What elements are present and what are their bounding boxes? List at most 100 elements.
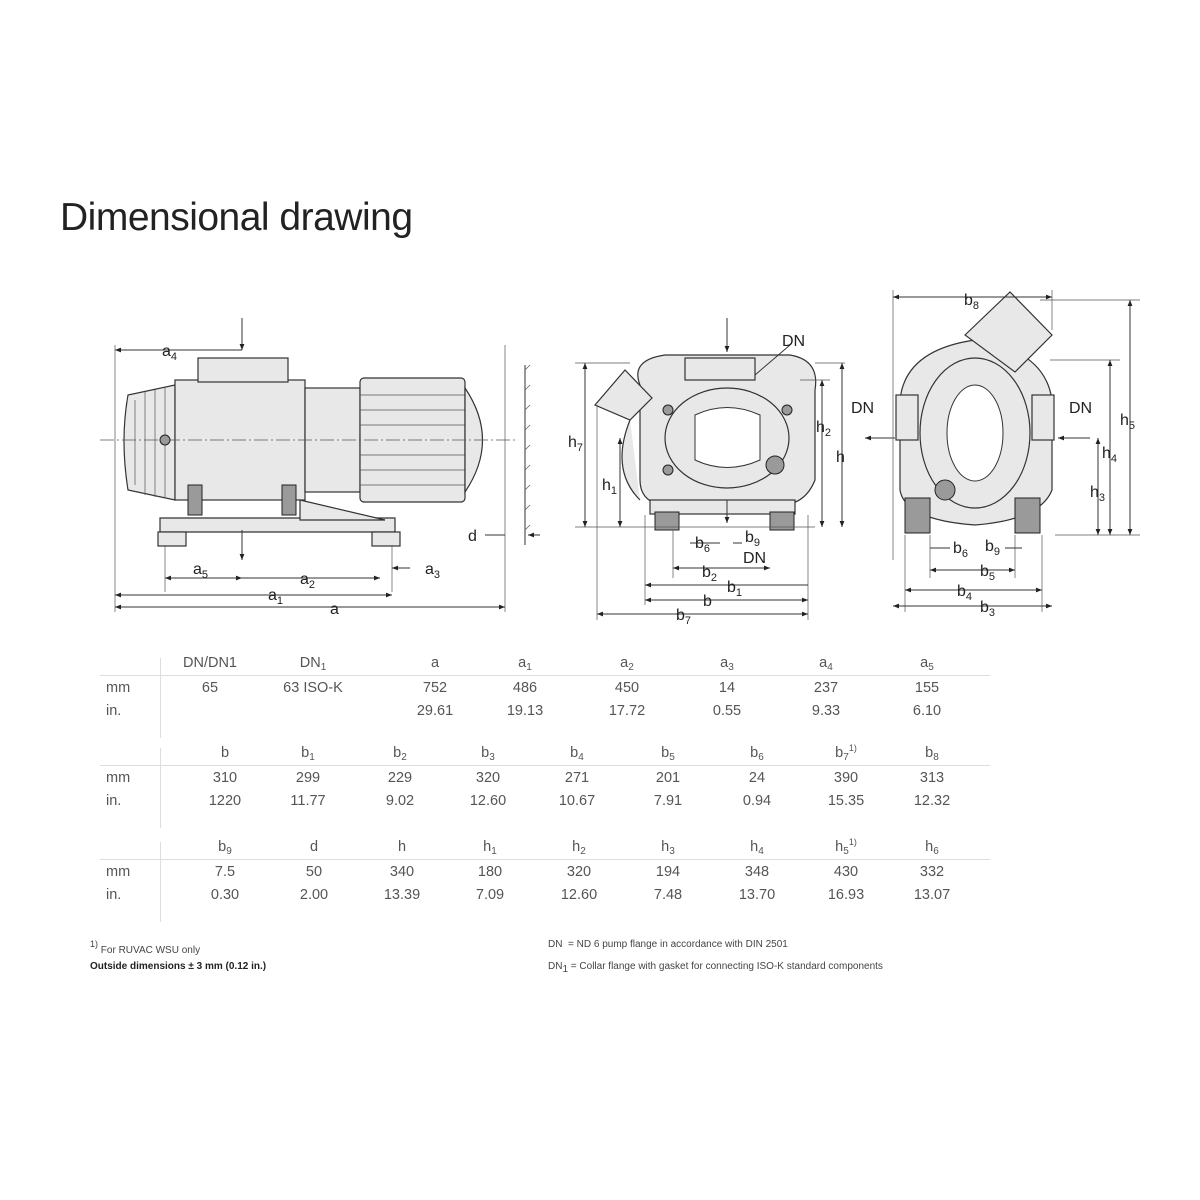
header-part: d xyxy=(309,839,319,855)
header-part: b xyxy=(393,745,402,761)
column-header: b71) xyxy=(835,743,857,763)
label-b5: b5 xyxy=(980,563,995,583)
value-in: 6.10 xyxy=(912,703,942,719)
label-h4: h4 xyxy=(1102,445,1117,465)
value-in: 13.39 xyxy=(383,887,421,903)
value-in: 13.07 xyxy=(913,887,951,903)
label-b9-end: b9 xyxy=(985,538,1000,558)
column-header: b6 xyxy=(750,743,764,763)
value-in: 10.67 xyxy=(558,793,596,809)
page-title: Dimensional drawing xyxy=(60,196,413,239)
footnote-mark: 1) xyxy=(90,939,99,949)
value-in: 9.02 xyxy=(385,793,415,809)
header-part: 6 xyxy=(933,846,939,857)
front-view: DN h7 h1 h2 h b6 b9 DN b2 b1 b b7 xyxy=(568,318,845,627)
value-in: 12.60 xyxy=(560,887,598,903)
header-part: DN xyxy=(299,655,321,671)
value-mm: 7.5 xyxy=(214,864,236,880)
header-part: h xyxy=(835,839,844,855)
label-d: d xyxy=(468,528,477,545)
header-part: 1) xyxy=(848,837,857,847)
value-in: 16.93 xyxy=(827,887,865,903)
label-h3: h3 xyxy=(1090,484,1105,504)
label-dn-right: DN xyxy=(1069,400,1092,417)
value-in: 29.61 xyxy=(416,703,454,719)
column-header: h4 xyxy=(750,837,764,857)
label-h5: h5 xyxy=(1120,412,1135,432)
header-part: 3 xyxy=(489,752,495,763)
value-in: 19.13 xyxy=(506,703,544,719)
value-mm: 450 xyxy=(614,680,640,696)
label-b9-front: b9 xyxy=(745,529,760,549)
value-mm: 340 xyxy=(389,864,415,880)
label-a5: a5 xyxy=(193,561,208,581)
value-in: 7.48 xyxy=(653,887,683,903)
header-part: 8 xyxy=(933,752,939,763)
header-part: b xyxy=(661,745,670,761)
dn1-key: DN xyxy=(548,961,563,972)
value-in: 13.70 xyxy=(738,887,776,903)
header-part: h xyxy=(925,839,934,855)
value-mm: 430 xyxy=(833,864,859,880)
footnote-dn1: DN1 = Collar flange with gasket for conn… xyxy=(548,961,883,975)
header-part: a xyxy=(430,655,440,671)
label-a: a xyxy=(330,601,339,618)
value-mm: 271 xyxy=(564,770,590,786)
value-mm: 229 xyxy=(387,770,413,786)
header-part: h xyxy=(397,839,407,855)
header-part: a xyxy=(518,655,527,671)
header-part: b xyxy=(218,839,227,855)
header-part: 5 xyxy=(928,662,934,673)
value-mm: 348 xyxy=(744,864,770,880)
value-in: 1220 xyxy=(208,793,242,809)
column-header: b5 xyxy=(661,743,675,763)
header-part: b xyxy=(481,745,490,761)
table-divider xyxy=(100,675,990,676)
header-part: 5 xyxy=(843,846,849,857)
header-part: DN/DN1 xyxy=(183,655,237,671)
value-mm: 14 xyxy=(718,680,736,696)
header-part: 3 xyxy=(669,846,675,857)
column-header: b8 xyxy=(925,743,939,763)
value-in: 15.35 xyxy=(827,793,865,809)
header-part: 1 xyxy=(491,846,497,857)
header-part: 1) xyxy=(848,743,857,753)
header-part: a xyxy=(819,655,828,671)
dn1-sub: 1 xyxy=(562,964,569,975)
header-part: 4 xyxy=(827,662,833,673)
column-header: a1 xyxy=(518,653,532,673)
column-header: h1 xyxy=(483,837,497,857)
label-dn-left: DN xyxy=(851,400,874,417)
label-a2: a2 xyxy=(300,571,315,591)
label-a1: a1 xyxy=(268,587,283,607)
value-in: 9.33 xyxy=(811,703,841,719)
column-header: h xyxy=(398,837,406,857)
column-header: a2 xyxy=(620,653,634,673)
footnote-ruvac: 1) For RUVAC WSU only xyxy=(90,939,200,956)
row-label-in: in. xyxy=(106,703,122,719)
header-part: 3 xyxy=(728,662,734,673)
label-b6-front: b6 xyxy=(695,535,710,555)
value-in: 2.00 xyxy=(299,887,329,903)
value-in: 17.72 xyxy=(608,703,646,719)
footnote-dn: DN = ND 6 pump flange in accordance with… xyxy=(548,939,788,950)
value-mm: 63 ISO-K xyxy=(283,680,343,696)
row-label-in: in. xyxy=(106,887,122,903)
label-h7: h7 xyxy=(568,434,583,454)
header-part: h xyxy=(483,839,492,855)
value-mm: 320 xyxy=(566,864,592,880)
value-mm: 310 xyxy=(212,770,238,786)
table-divider xyxy=(100,765,990,766)
value-mm: 320 xyxy=(475,770,501,786)
label-a3: a3 xyxy=(425,561,440,581)
column-header: h3 xyxy=(661,837,675,857)
header-part: 2 xyxy=(580,846,586,857)
value-mm: 65 xyxy=(201,680,219,696)
value-mm: 194 xyxy=(655,864,681,880)
value-mm: 50 xyxy=(305,864,323,880)
label-b: b xyxy=(703,593,712,610)
label-h: h xyxy=(836,449,845,466)
table-divider xyxy=(160,658,161,738)
row-label-in: in. xyxy=(106,793,122,809)
value-in: 12.60 xyxy=(469,793,507,809)
